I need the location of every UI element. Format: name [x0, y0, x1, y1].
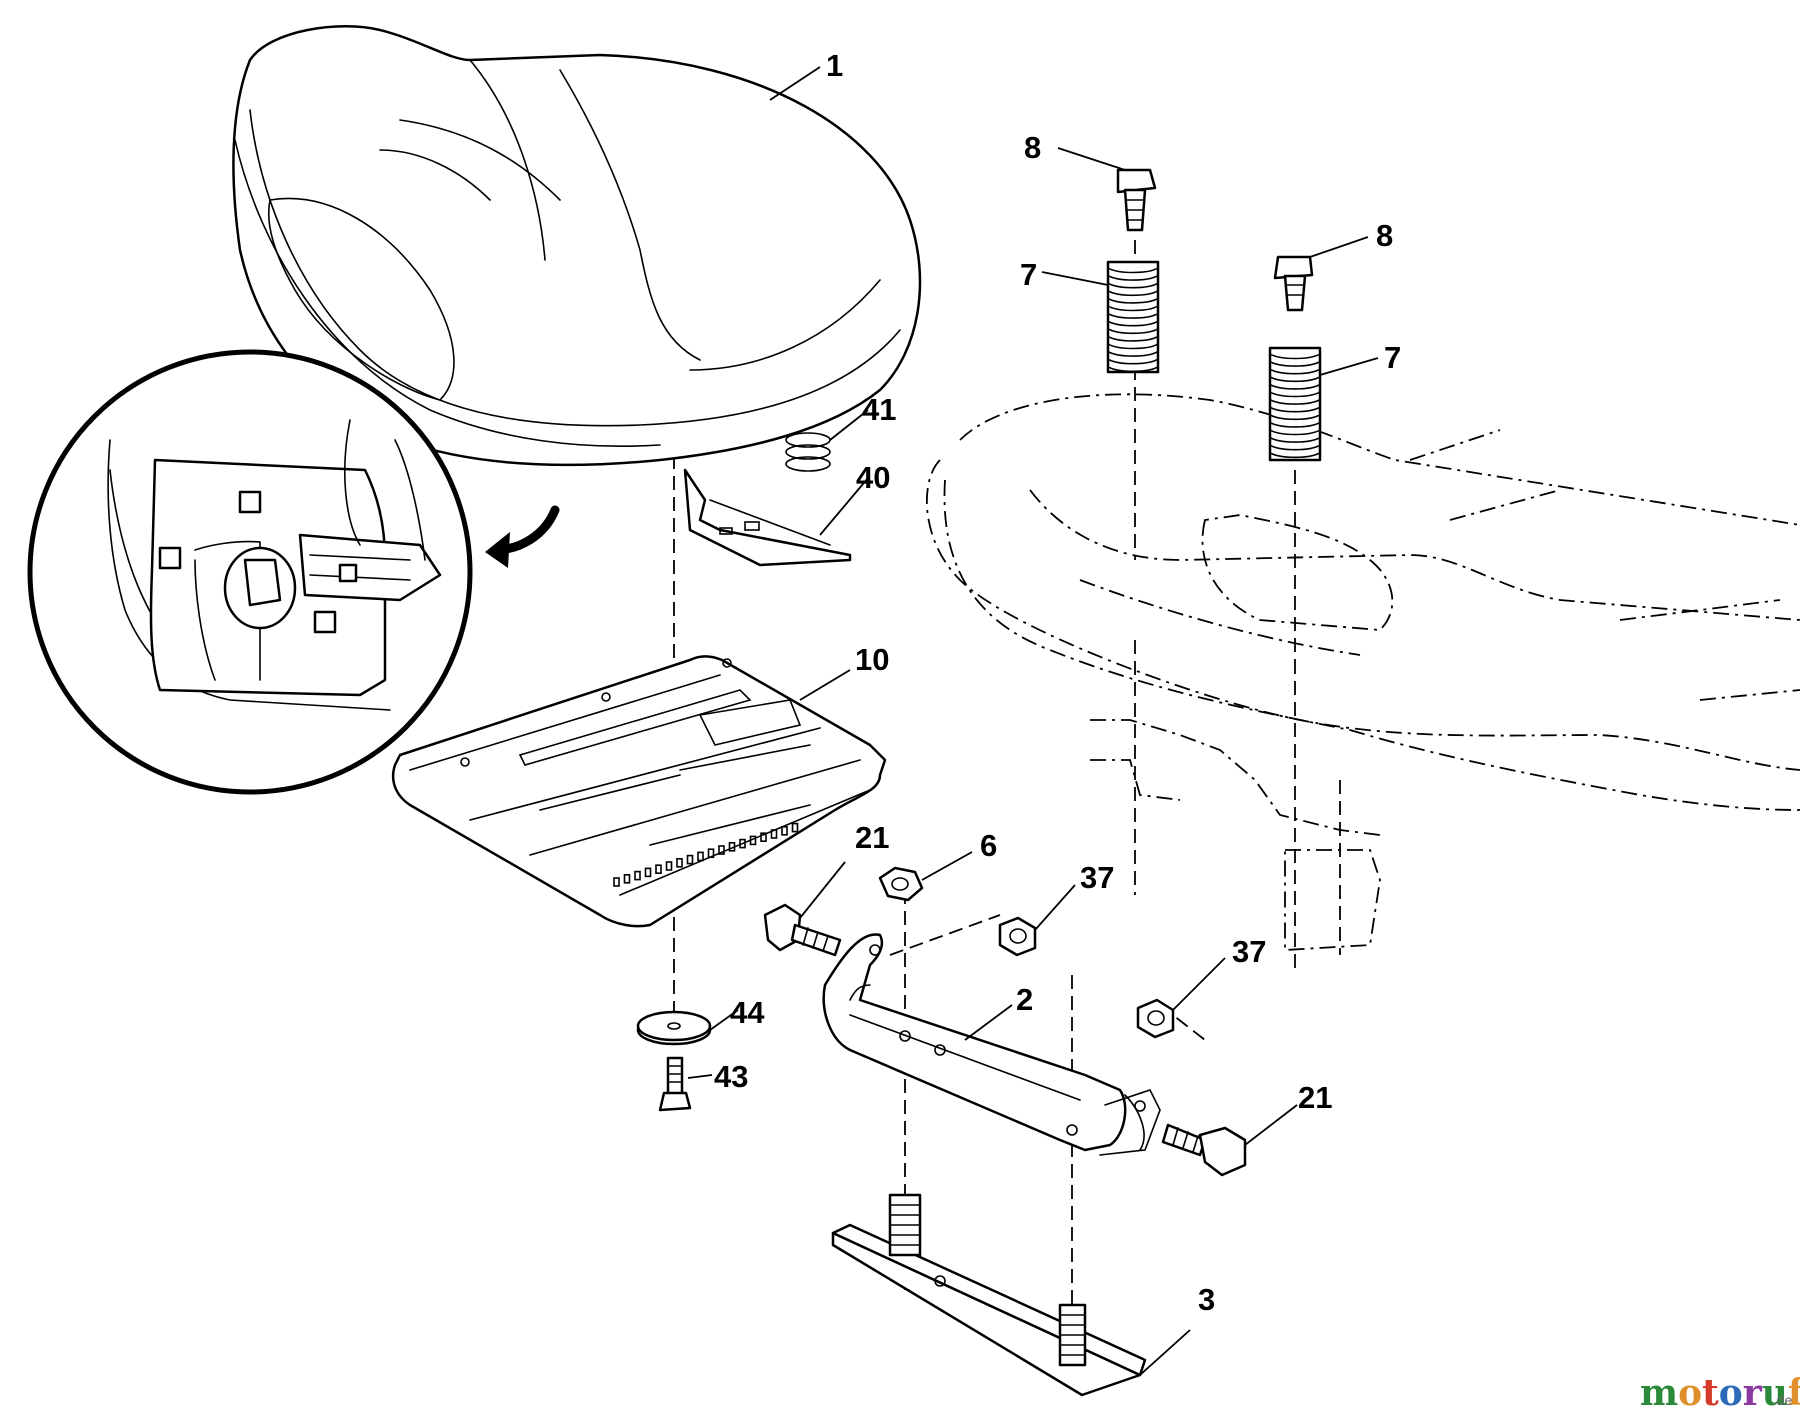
bolt-part-21-right [1161, 1123, 1247, 1177]
callout-10: 10 [855, 642, 889, 677]
spring-coil [1269, 368, 1321, 375]
watermark-letter: m [1640, 1372, 1678, 1414]
watermark-letter: o [1719, 1372, 1743, 1414]
callout-21-right: 21 [1298, 1080, 1332, 1115]
adjust-slot [781, 825, 788, 836]
callout-numbers: 1 8 7 8 7 41 40 10 21 6 37 37 2 21 44 43… [714, 48, 1401, 1317]
adjust-slot [760, 832, 767, 843]
adjust-slot [739, 838, 746, 849]
callout-8-left: 8 [1024, 130, 1041, 165]
watermark-letter: u [1762, 1372, 1788, 1414]
adjust-slot [791, 822, 799, 833]
spring-coil [1269, 406, 1321, 413]
spring-part-7-left [1106, 260, 1160, 374]
adjust-slot [623, 873, 631, 884]
callout-7-left: 7 [1020, 257, 1037, 292]
adjust-slot [655, 864, 662, 875]
spring-coil [1107, 282, 1159, 289]
watermark-letter: t [1702, 1372, 1719, 1414]
callout-37-lower: 37 [1232, 934, 1266, 969]
adjust-slot [644, 867, 652, 878]
watermark-domain-suffix: .de [1772, 1394, 1792, 1409]
adjust-slot [770, 829, 778, 839]
spring-coil [1107, 312, 1159, 319]
spring-coil [1107, 335, 1159, 342]
spring-coil [1269, 452, 1321, 459]
spring-coil [1107, 343, 1159, 350]
bolt-part-43 [658, 1056, 692, 1112]
spring-coil [1269, 353, 1321, 360]
nut-part-6 [878, 866, 924, 902]
bolt-part-8-left [1116, 168, 1157, 232]
spring-coil [1107, 305, 1159, 312]
adjust-slot [665, 861, 673, 871]
watermark-letter: o [1678, 1372, 1702, 1414]
spring-part-7-right [1268, 346, 1322, 462]
adjust-slot [676, 857, 683, 868]
watermark-letter: r [1743, 1372, 1763, 1414]
callout-37-upper: 37 [1080, 860, 1114, 895]
spring-coil [1269, 391, 1321, 398]
spring-coil [1107, 350, 1159, 357]
spring-coil [1107, 274, 1159, 281]
tractor-chassis-outline [926, 393, 1800, 970]
stud-left [888, 1193, 922, 1257]
callout-1: 1 [826, 48, 843, 83]
callout-8-right: 8 [1376, 218, 1393, 253]
spring-coil [1269, 398, 1321, 405]
spring-coil [1269, 421, 1321, 428]
adjust-slot [728, 841, 736, 852]
bolt-part-21-left [763, 903, 842, 957]
detail-view-circle [27, 349, 473, 795]
spring-coil [1269, 360, 1321, 367]
watermark-logo-text: motoruf [1640, 1372, 1800, 1414]
adjust-slot [707, 848, 715, 859]
spring-coil [1107, 366, 1159, 373]
spring-coil [1269, 383, 1321, 390]
callout-6: 6 [980, 828, 997, 863]
adjust-slot [749, 835, 757, 846]
spring-coil [1269, 429, 1321, 436]
seat-bracket-part-40 [683, 468, 852, 567]
nut-part-37-lower [1136, 998, 1175, 1039]
callout-40: 40 [856, 460, 890, 495]
callout-2: 2 [1016, 982, 1033, 1017]
adjust-slot [613, 877, 620, 887]
callout-7-right: 7 [1384, 340, 1401, 375]
spring-coil [1269, 444, 1321, 451]
callout-leader-lines [687, 66, 1379, 1376]
callout-41: 41 [862, 392, 896, 427]
watermark-letter: f [1788, 1372, 1800, 1414]
callout-43: 43 [714, 1059, 748, 1094]
spring-coil [1107, 320, 1159, 327]
washer-part-44 [636, 1010, 712, 1046]
spring-coil [1107, 297, 1159, 304]
adjust-slot [718, 845, 725, 855]
seat-pan-adjust-slots [613, 822, 799, 887]
spring-coil [1107, 267, 1159, 274]
callout-21-left: 21 [855, 820, 889, 855]
seat-mount-bracket-part-2 [822, 933, 1161, 1156]
spring-coil [1107, 328, 1159, 335]
seat-pan-part-10 [391, 655, 887, 928]
callout-3: 3 [1198, 1282, 1215, 1317]
seat-part-1 [232, 25, 922, 467]
spring-coil [1269, 436, 1321, 443]
spring-part-41 [785, 432, 831, 472]
adjust-slot [686, 854, 694, 865]
spring-coil [1269, 414, 1321, 421]
motoruf-watermark: motoruf .de [1640, 1372, 1800, 1414]
detail-curved-arrow [485, 505, 560, 568]
mounting-plate-part-3 [831, 1193, 1147, 1397]
stud-right [1058, 1303, 1087, 1367]
callout-44: 44 [730, 995, 765, 1030]
spring-coil [1269, 376, 1321, 383]
nut-part-37-upper [998, 916, 1037, 957]
adjust-slot [634, 870, 641, 881]
adjust-slot [697, 851, 704, 862]
spring-coil [1107, 290, 1159, 297]
spring-coil [1107, 358, 1159, 365]
bolt-part-8-right [1273, 255, 1314, 312]
